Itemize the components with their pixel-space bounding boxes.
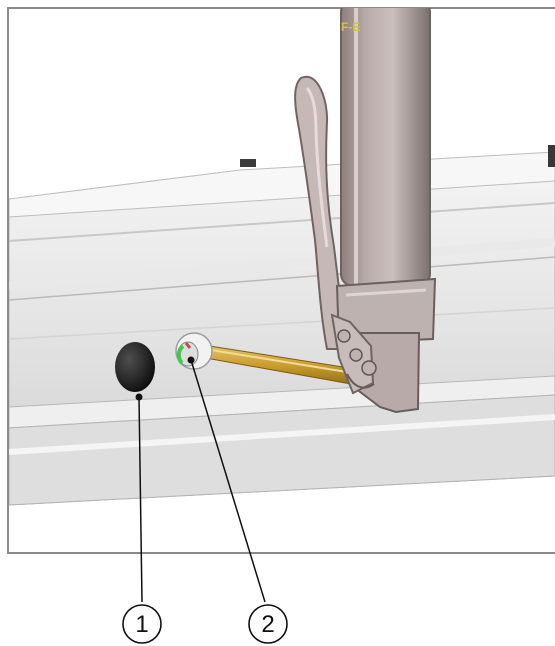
callout-1-number: 1 (135, 611, 148, 638)
rail-bottom-highlight (9, 414, 555, 455)
tube-marking-label: F-E (341, 20, 360, 34)
lever-highlight (305, 87, 329, 248)
callout-2-number: 2 (261, 611, 274, 638)
collar-highlight (345, 288, 427, 297)
callout-1-circle (122, 604, 162, 644)
red-marker (184, 342, 192, 349)
pivot-pin-upper (337, 329, 351, 343)
rubber-plug (115, 342, 155, 392)
callout-2-circle (248, 604, 288, 644)
rod-highlight (204, 348, 354, 374)
callout-2-anchor-dot (187, 356, 195, 364)
rail-groove-upper (9, 202, 555, 242)
rail-right-bracket (548, 145, 555, 167)
rail-groove-middle (9, 256, 555, 301)
green-marker (176, 344, 185, 365)
rail-groove-lower (9, 307, 555, 340)
linkage-edge (346, 373, 375, 389)
rail-bottom-face (9, 394, 555, 506)
rail-light-band (9, 237, 555, 291)
rail-end-bracket (240, 159, 256, 167)
callout-1-leader-line (138, 396, 143, 603)
release-lever (294, 75, 344, 350)
illustration-content: F-E (9, 8, 555, 506)
pivot-pin-middle (349, 348, 363, 362)
callout-2-leader-line (190, 359, 266, 603)
pivot-pin-lower (361, 360, 377, 376)
callout-1-anchor-dot (135, 393, 143, 401)
